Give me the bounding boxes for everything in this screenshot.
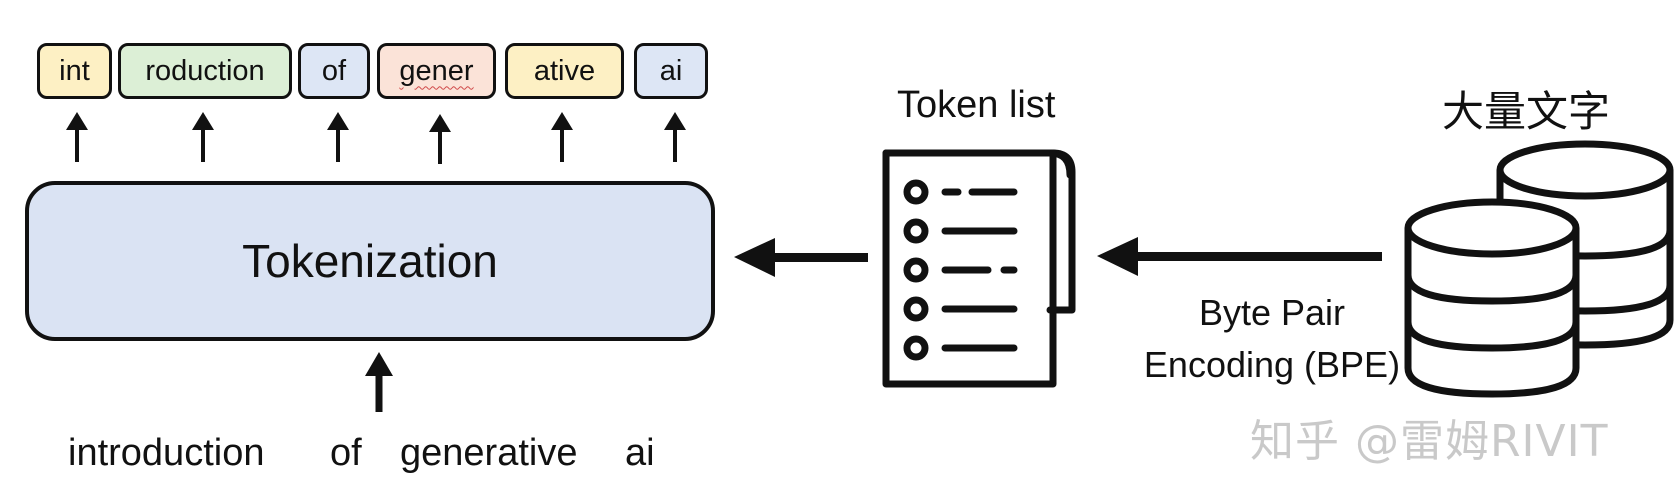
bpe-label-line1: Byte Pair bbox=[1198, 292, 1346, 333]
arrow-up-int bbox=[66, 112, 88, 162]
arrow-left-to-token-list bbox=[1097, 237, 1382, 276]
bpe-label-line2: Encoding (BPE) bbox=[1143, 344, 1401, 385]
input-word-of: of bbox=[330, 432, 362, 474]
arrow-up-ative bbox=[551, 112, 573, 162]
token-int: int bbox=[37, 43, 112, 99]
token-of: of bbox=[298, 43, 370, 99]
tokenization-box: Tokenization bbox=[25, 181, 715, 341]
arrow-up-ai bbox=[664, 112, 686, 162]
arrow-up-roduction bbox=[192, 112, 214, 162]
token-label: of bbox=[321, 54, 347, 87]
token-label: gener bbox=[399, 54, 474, 87]
token-roduction: roduction bbox=[118, 43, 292, 99]
token-gener: gener bbox=[377, 43, 496, 99]
token-ative: ative bbox=[505, 43, 624, 99]
arrow-up-of bbox=[327, 112, 349, 162]
token-ai: ai bbox=[634, 43, 708, 99]
token-label: roduction bbox=[145, 54, 265, 87]
watermark: 知乎 @雷姆RIVIT bbox=[1250, 416, 1609, 467]
token-label: int bbox=[59, 54, 90, 87]
input-word-ai: ai bbox=[625, 432, 655, 474]
token-label: ative bbox=[533, 54, 596, 87]
input-word-generative: generative bbox=[400, 432, 578, 474]
arrow-up-gener bbox=[429, 114, 451, 164]
database-icon bbox=[1404, 140, 1674, 398]
arrow-left-to-tokenization bbox=[734, 238, 868, 277]
corpus-title: 大量文字 bbox=[1442, 87, 1611, 136]
token-list-title: Token list bbox=[897, 84, 1056, 126]
arrow-up-input bbox=[365, 352, 393, 412]
document-list-icon bbox=[882, 149, 1076, 388]
input-word-introduction: introduction bbox=[68, 432, 265, 474]
tokenization-label: Tokenization bbox=[242, 235, 498, 287]
token-label: ai bbox=[659, 54, 683, 87]
